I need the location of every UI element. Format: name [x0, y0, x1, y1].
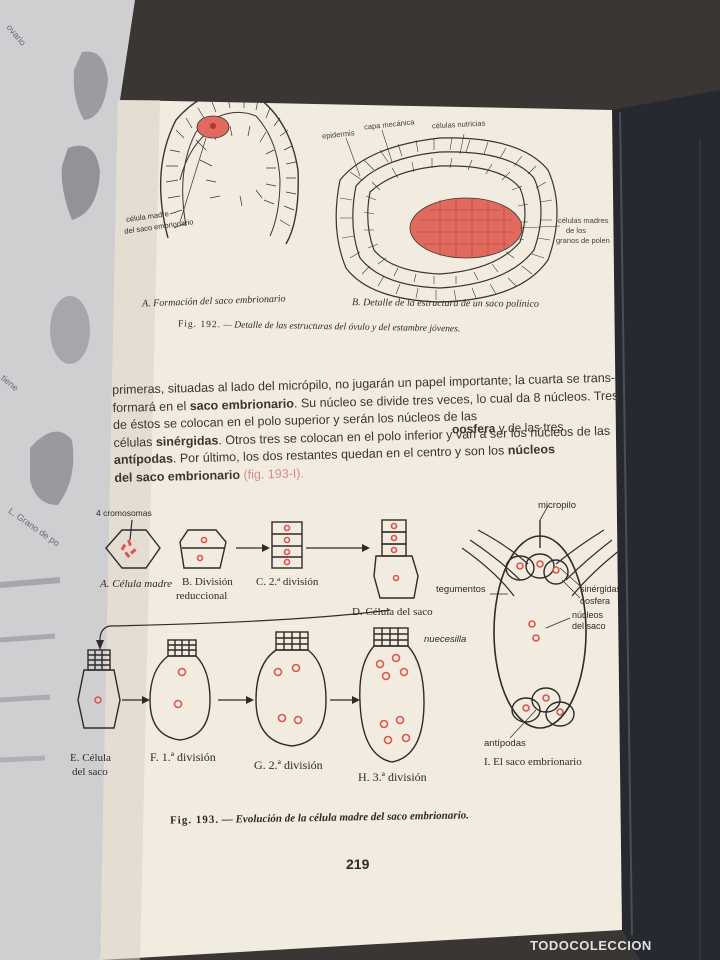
label-celulas-madre-polen-1: células madres: [558, 216, 609, 225]
label-celulas-madre-polen-2: de los: [566, 226, 587, 235]
label-f-primera-division: F. 1.ª división: [150, 750, 216, 764]
page-number: 219: [346, 856, 370, 872]
label-nucleos-2: del saco: [572, 621, 606, 631]
label-e-celula-2: del saco: [72, 766, 108, 778]
label-micropilo: micropilo: [538, 500, 577, 511]
label-c-segunda-division: C. 2.ª división: [256, 576, 319, 588]
label-h-tercera-division: H. 3.ª división: [358, 770, 427, 784]
label-tegumentos: tegumentos: [436, 584, 486, 595]
label-4-cromosomas: 4 cromosomas: [96, 508, 152, 518]
fig193-caption-prefix: Fig. 193.: [169, 813, 220, 827]
label-celulas-madre-polen-3: granos de polen: [556, 236, 610, 245]
label-sinergidas: sinérgidas: [580, 584, 622, 594]
label-d-celula-del-saco: D. Célula del saco: [352, 606, 433, 618]
label-b-division-1: B. División: [182, 576, 233, 588]
label-antipodas: antípodas: [484, 738, 526, 749]
label-e-celula-1: E. Célula: [70, 752, 111, 764]
label-g-segunda-division: G. 2.ª división: [254, 758, 323, 772]
label-i-saco-embrionario: I. El saco embrionario: [484, 756, 582, 768]
label-b-division-2: reduccional: [176, 590, 228, 602]
watermark: TODOCOLECCION: [530, 938, 652, 953]
label-nucecilla: nuecesilla: [424, 634, 467, 645]
label-nucleos-1: núcleos: [572, 610, 604, 620]
label-oosfera: oosfera: [580, 596, 611, 606]
label-a-celula-madre: A. Célula madre: [100, 578, 172, 590]
